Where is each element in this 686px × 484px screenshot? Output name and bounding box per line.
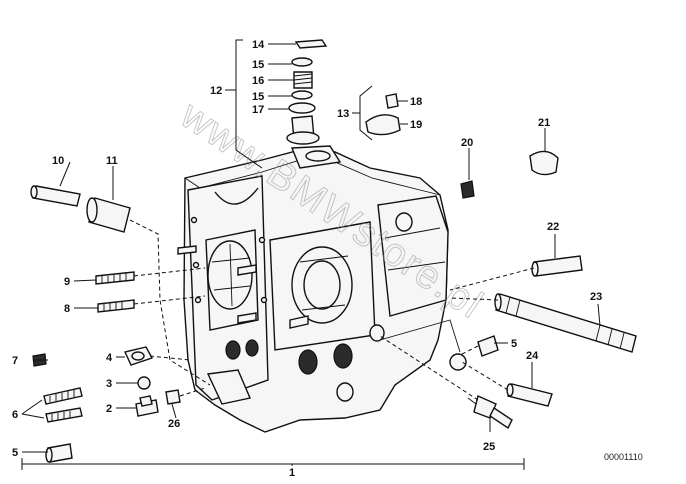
callout-8: 8 (64, 303, 70, 315)
drawing-number: 00001110 (604, 452, 643, 462)
part-2-plug (135, 395, 159, 417)
part-20-plug (460, 180, 475, 199)
callout-15-top: 15 (252, 59, 264, 71)
part-5-stud-left (45, 443, 73, 463)
part-11-sleeve (86, 197, 131, 233)
part-8-stud (97, 299, 135, 313)
part-15-washer-bottom (291, 90, 313, 100)
callout-labels: 1 2 3 4 5 5 6 7 8 9 10 11 12 13 14 15 16… (12, 39, 602, 479)
part-18-screw (385, 93, 399, 109)
valve-body (286, 115, 320, 145)
callout-5-right: 5 (511, 338, 517, 350)
part-16-spring (293, 71, 313, 89)
callout-26: 26 (168, 418, 180, 430)
part-4-nut (124, 346, 154, 366)
callout-7: 7 (12, 355, 18, 367)
callout-5-left: 5 (12, 447, 18, 459)
callout-19: 19 (410, 119, 422, 131)
part-15-washer-top (291, 57, 313, 67)
callout-16: 16 (252, 75, 264, 87)
callout-25: 25 (483, 441, 495, 453)
callout-4: 4 (106, 352, 113, 364)
part-6-studs (43, 387, 83, 423)
part-5-sleeve-right (477, 335, 499, 357)
part-23-long-stud (494, 293, 637, 353)
part-22-pin (531, 255, 583, 277)
callout-15-bottom: 15 (252, 91, 264, 103)
callout-14: 14 (252, 39, 265, 51)
callout-3: 3 (106, 378, 112, 390)
callout-1: 1 (289, 467, 295, 479)
callout-11: 11 (106, 155, 118, 167)
part-21-cap (529, 150, 559, 176)
part-19-housing (365, 114, 401, 136)
callout-13: 13 (337, 108, 349, 120)
part-14-clip (294, 39, 328, 49)
part-9-stud (95, 271, 135, 285)
crankcase-housing (177, 145, 467, 433)
callout-9: 9 (64, 276, 70, 288)
part-3-ball (137, 376, 151, 390)
callout-2: 2 (106, 403, 112, 415)
callout-24: 24 (526, 350, 539, 362)
callout-22: 22 (547, 221, 559, 233)
callout-12: 12 (210, 85, 222, 97)
callout-23: 23 (590, 291, 602, 303)
part-24-sleeve (506, 383, 553, 407)
callout-17: 17 (252, 104, 264, 116)
callout-20: 20 (461, 137, 473, 149)
callout-6: 6 (12, 409, 18, 421)
callout-10: 10 (52, 155, 64, 167)
part-17-washer (288, 102, 316, 114)
callout-18: 18 (410, 96, 422, 108)
callout-21: 21 (538, 117, 550, 129)
part-10-dowel (30, 185, 81, 207)
part-26-sleeve (165, 389, 181, 405)
leader-lines (21, 39, 601, 470)
